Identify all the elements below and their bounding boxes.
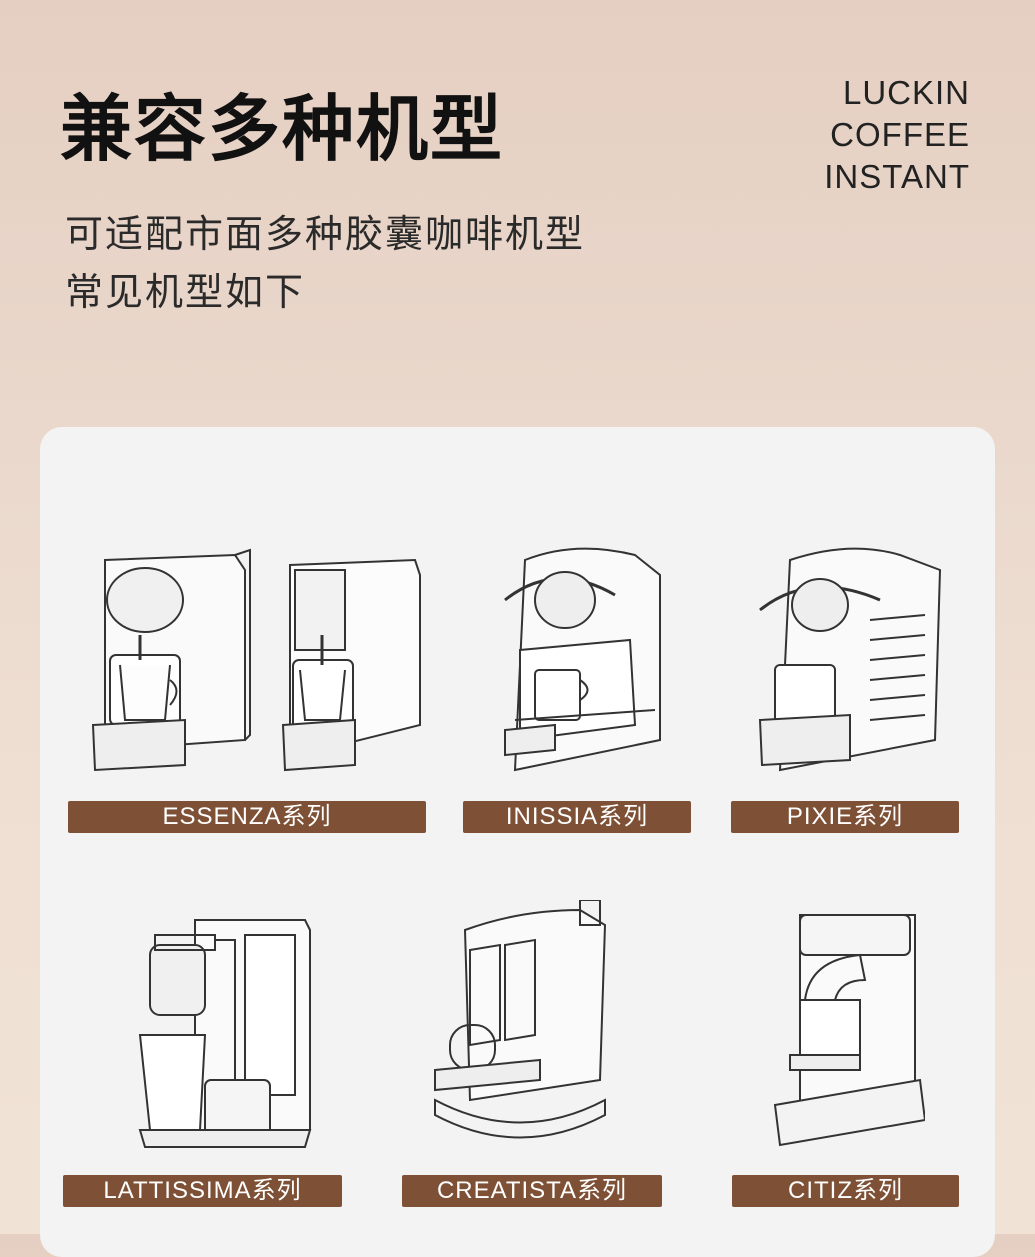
model-label-lattissima: LATTISSIMA系列 [63, 1175, 342, 1207]
inissia-machine-image [495, 540, 670, 775]
brand-text: LUCKIN COFFEE INSTANT [824, 72, 970, 198]
model-label-citiz: CITIZ系列 [732, 1175, 959, 1207]
model-label-inissia: INISSIA系列 [463, 801, 691, 833]
subtitle: 可适配市面多种胶囊咖啡机型 常见机型如下 [65, 205, 585, 321]
lattissima-machine-image [135, 915, 315, 1150]
model-label-pixie: PIXIE系列 [731, 801, 959, 833]
subtitle-line: 常见机型如下 [65, 270, 306, 314]
citiz-machine-image [770, 905, 925, 1150]
creatista-machine-image [430, 900, 615, 1150]
page-title: 兼容多种机型 [60, 87, 505, 171]
model-label-essenza: ESSENZA系列 [68, 801, 426, 833]
brand-line: COFFEE [830, 116, 970, 153]
model-label-creatista: CREATISTA系列 [402, 1175, 662, 1207]
subtitle-line: 可适配市面多种胶囊咖啡机型 [65, 212, 586, 256]
essenza-machine-image [85, 540, 430, 775]
brand-line: INSTANT [824, 158, 970, 195]
pixie-machine-image [750, 540, 945, 775]
brand-line: LUCKIN [842, 74, 970, 111]
